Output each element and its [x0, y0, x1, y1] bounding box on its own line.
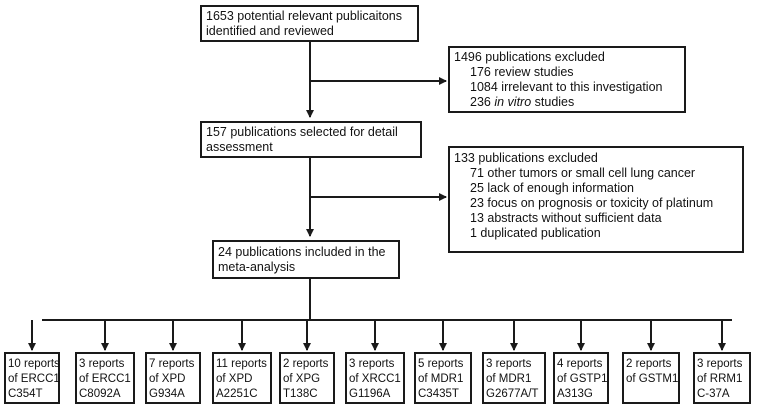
exclusion2-item: 13 abstracts without sufficient data [470, 211, 662, 225]
included-box: 24 publications included in the meta-ana… [212, 240, 400, 279]
exclusion1-item: 1084 irrelevant to this investigation [470, 80, 663, 94]
identified-line-1: 1653 potential relevant publicaitons [206, 9, 402, 23]
exclusion2-item: 23 focus on prognosis or toxicity of pla… [470, 196, 714, 210]
included-line-2: meta-analysis [218, 260, 296, 274]
identified-box: 1653 potential relevant publicaitons ide… [200, 5, 419, 42]
exclusion1-header: 1496 publications excluded [454, 50, 605, 64]
exclusion1-item: 176 review studies [470, 65, 574, 79]
included-line-1: 24 publications included in the [218, 245, 386, 259]
exclusion-box-2: 133 publications excluded 71 other tumor… [448, 146, 744, 253]
exclusion2-item: 1 duplicated publication [470, 226, 601, 240]
identified-line-2: identified and reviewed [206, 24, 334, 38]
exclusion-box-1: 1496 publications excluded 176 review st… [448, 46, 686, 113]
selected-line-1: 157 publications selected for detail [206, 125, 398, 139]
exclusion2-item: 25 lack of enough information [470, 181, 634, 195]
exclusion2-item: 71 other tumors or small cell lung cance… [470, 166, 696, 180]
exclusion1-item: 236 in vitro studies [470, 95, 575, 109]
selected-box: 157 publications selected for detail ass… [200, 121, 422, 158]
selected-line-2: assessment [206, 140, 273, 154]
exclusion2-header: 133 publications excluded [454, 151, 598, 165]
